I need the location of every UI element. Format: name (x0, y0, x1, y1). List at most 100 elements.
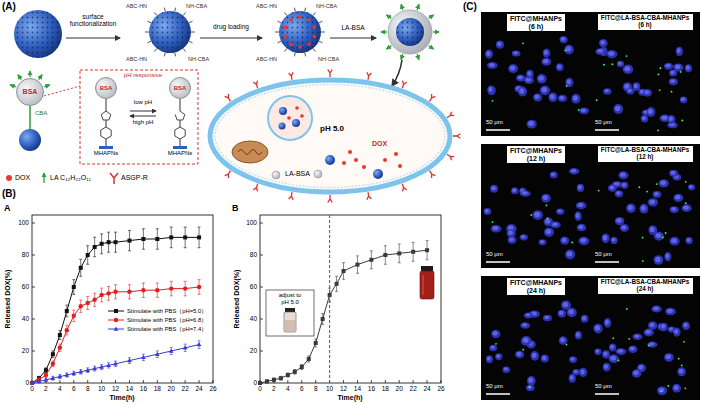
tick-mark (427, 380, 428, 383)
tick-label: 6 (300, 385, 304, 392)
data-marker (92, 298, 96, 302)
cell-nucleus (665, 64, 670, 68)
tick-mark (357, 380, 358, 383)
data-marker (72, 285, 76, 289)
cell-nucleus (602, 350, 610, 358)
cell-nucleus (540, 85, 550, 95)
cell-nucleus (519, 88, 524, 93)
linker (313, 48, 315, 51)
cell-nucleus (681, 204, 691, 212)
error-bar (184, 247, 187, 248)
cell-nucleus (624, 84, 629, 89)
ligand-label: LA-BSA (285, 170, 310, 178)
cell-nucleus (674, 329, 678, 334)
cell-nucleus (489, 63, 495, 67)
tick-mark (101, 380, 102, 383)
data-marker (127, 239, 131, 243)
ligand-arrow (401, 54, 403, 60)
process-arrow (330, 37, 376, 38)
error-bar (93, 256, 96, 257)
cell-nucleus (670, 206, 679, 213)
cell-drawing (210, 80, 450, 192)
linker (319, 21, 323, 23)
conjugate-drawing (175, 111, 185, 120)
drug-dot (312, 25, 316, 29)
error-bar (142, 283, 145, 284)
receptor-symbol (253, 81, 257, 89)
nanoparticle (14, 10, 62, 58)
tick-mark (73, 380, 74, 383)
linker (321, 32, 325, 33)
cell-nucleus (665, 254, 669, 259)
fluorescent-dot (671, 91, 673, 93)
data-marker (265, 379, 269, 383)
error-bar (72, 321, 75, 322)
tick-label: 2 (44, 385, 48, 392)
cell-nucleus (648, 198, 658, 206)
tick-label: 0 (253, 379, 257, 386)
error-bar (342, 279, 345, 280)
error-bar (93, 293, 96, 294)
data-marker (44, 373, 48, 377)
fluorescent-dot (596, 99, 598, 101)
cell-drawing (279, 107, 287, 115)
error-bar (321, 324, 324, 325)
tick-mark (157, 380, 158, 383)
cell-nucleus (492, 226, 498, 230)
error-bar (426, 259, 429, 260)
ph-label: pH 5.0 (320, 124, 344, 133)
error-bar (128, 284, 131, 285)
data-marker (79, 266, 83, 270)
error-bar (156, 297, 159, 298)
tick-label: 26 (437, 385, 444, 392)
cell-nucleus (540, 240, 544, 243)
nanoparticle (149, 11, 191, 53)
cell-drawing (348, 150, 352, 154)
linker (164, 8, 166, 12)
conjugate-drawing (19, 129, 41, 151)
fluorescent-dot (642, 260, 644, 262)
legend-text: Stimulate with PBS（pH=6.8） (127, 317, 207, 324)
cell-nucleus (664, 252, 671, 261)
axis-frame (32, 215, 213, 383)
cell-nucleus (489, 345, 497, 352)
conjugate-drawing (29, 106, 31, 129)
cell-nucleus (512, 188, 516, 192)
nanoparticle (396, 18, 424, 46)
data-marker (114, 309, 118, 313)
data-marker (113, 361, 118, 365)
cell-nucleus (682, 321, 690, 330)
data-marker (65, 373, 70, 377)
conjugate-drawing (99, 146, 113, 149)
tick-label: 14 (354, 385, 361, 392)
cell-nucleus (496, 354, 500, 358)
fluorescent-dot (618, 359, 620, 361)
tick-mark (199, 380, 200, 383)
cell-nucleus (612, 238, 616, 242)
cell-nucleus (624, 66, 630, 71)
error-bar (86, 372, 89, 373)
cell-nucleus (513, 51, 518, 54)
cell-nucleus (527, 386, 532, 389)
tick-label: 8 (314, 385, 318, 392)
tick-label: 20 (250, 347, 257, 354)
cell-nucleus (669, 327, 673, 330)
cell-nucleus (648, 109, 653, 114)
tick-mark (315, 380, 316, 383)
cell-nucleus (486, 355, 493, 363)
data-marker (258, 381, 262, 385)
fluorescent-dot (656, 183, 658, 185)
scale-bar (595, 393, 619, 395)
cell-nucleus (569, 168, 579, 174)
cell-nucleus (594, 348, 601, 355)
error-bar (321, 313, 324, 314)
cell-nucleus (570, 357, 574, 361)
data-marker (78, 369, 83, 373)
cell-nucleus (561, 300, 571, 309)
cell-nucleus (685, 237, 692, 244)
cell-drawing (232, 141, 268, 163)
cell-nucleus (565, 78, 573, 87)
protein-circle: BSA (95, 77, 117, 99)
cell-nucleus (576, 202, 587, 209)
error-bar (128, 357, 131, 358)
